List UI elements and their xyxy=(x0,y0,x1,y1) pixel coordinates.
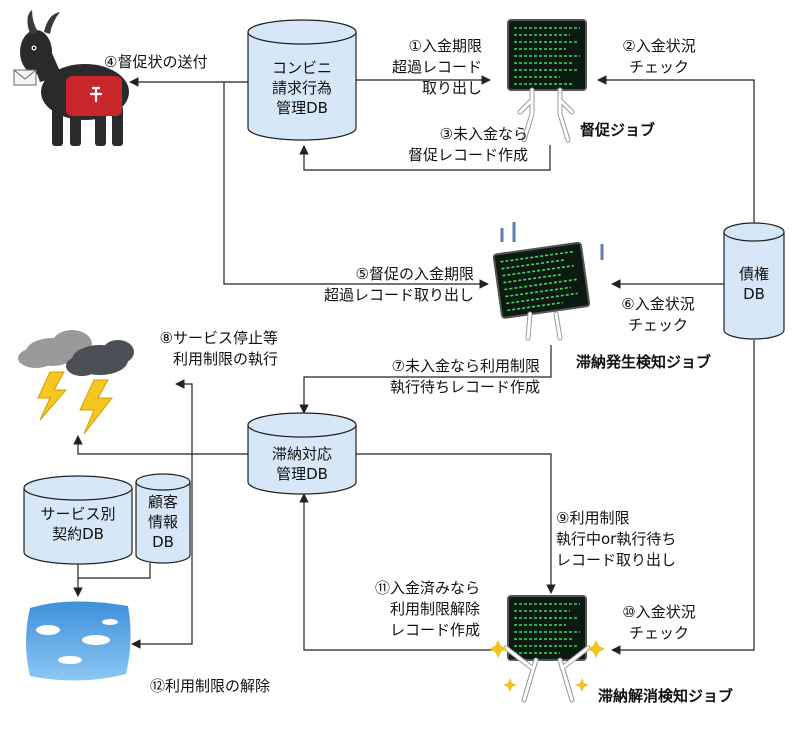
db-conveni-line3: 管理DB xyxy=(276,99,328,117)
step5-line1: ⑤督促の入金期限 xyxy=(355,265,474,283)
db-conveni-line1: コンビニ xyxy=(271,59,332,77)
step9-line1: ⑨利用制限 xyxy=(556,509,630,527)
db-service xyxy=(23,475,133,565)
step10-line2: チェック xyxy=(628,624,689,642)
step3-line1: ③未入金なら xyxy=(439,125,528,143)
step1-line1: ①入金期限 xyxy=(408,37,482,55)
db-kokyaku-label: 顧客 情報 DB xyxy=(136,492,190,552)
arrow-step10 xyxy=(611,340,755,655)
arrow-step12 xyxy=(131,454,193,649)
db-kokyaku-line2: 情報 xyxy=(147,513,178,531)
step9-line2: 執行中or執行待ち xyxy=(556,530,677,548)
computer-robot-icon-tokusoku xyxy=(507,19,587,143)
step5-line2: 超過レコード取り出し xyxy=(323,286,474,304)
goat-mail-carrier-icon xyxy=(13,10,129,146)
db-conveni xyxy=(247,19,357,141)
connector-lines xyxy=(73,75,755,655)
step2-label: ②入金状況 チェック xyxy=(604,36,714,78)
step2-line1: ②入金状況 xyxy=(622,37,696,55)
arrow-step9 xyxy=(356,453,556,594)
step11-line1: ⑪入金済みなら xyxy=(374,579,480,597)
step1-line3: 取り出し xyxy=(421,79,482,97)
arrow-step3 xyxy=(299,145,551,171)
step11-line2: 利用制限解除 xyxy=(389,600,480,618)
step8-line2: 利用制限の執行 xyxy=(172,350,278,368)
db-saiken-line1: 債権 xyxy=(738,265,769,283)
db-saiken-line2: DB xyxy=(743,285,765,303)
computer-robot-icon-kaishou xyxy=(489,595,605,703)
service-db-link xyxy=(77,563,151,579)
db-tainou-label: 滞納対応 管理DB xyxy=(248,444,356,484)
step10-line1: ⑩入金状況 xyxy=(622,603,696,621)
db-tainou xyxy=(247,412,357,495)
clear-sky-icon xyxy=(26,601,131,681)
job-hassei-label: 滞納発生検知ジョブ xyxy=(576,353,712,371)
step4-label: ④督促状の送付 xyxy=(104,53,208,71)
db-saiken-label: 債権 DB xyxy=(724,264,784,304)
step7-label: ⑦未入金なら利用制限 執行待ちレコード作成 xyxy=(350,356,540,398)
arrow-step11 xyxy=(299,493,492,651)
db-saiken xyxy=(723,222,785,340)
step9-label: ⑨利用制限 執行中or執行待ち レコード取り出し xyxy=(556,508,676,571)
step3-line2: 督促レコード作成 xyxy=(407,146,528,164)
db-kokyaku xyxy=(135,473,191,564)
step6-line2: チェック xyxy=(627,316,688,334)
arrow-step8 xyxy=(175,379,248,455)
arrow-step5 xyxy=(223,82,489,289)
step11-line3: レコード作成 xyxy=(389,621,480,639)
step1-line2: 超過レコード xyxy=(391,58,482,76)
db-service-label: サービス別 契約DB xyxy=(24,504,132,544)
db-kokyaku-line1: 顧客 xyxy=(147,493,178,511)
db-service-line2: 契約DB xyxy=(52,525,104,543)
db-tainou-line1: 滞納対応 xyxy=(271,445,332,463)
step8-line1: ⑧サービス停止等 xyxy=(159,329,278,347)
computer-robot-icon-hassei xyxy=(492,222,604,341)
step10-label: ⑩入金状況 チェック xyxy=(604,602,714,644)
thunderstorm-icon xyxy=(18,330,134,435)
step5-label: ⑤督促の入金期限 超過レコード取り出し xyxy=(300,264,474,306)
step12-label: ⑫利用制限の解除 xyxy=(150,677,271,695)
arrow-step7 xyxy=(299,345,552,414)
step7-line2: 執行待ちレコード作成 xyxy=(389,378,540,396)
step6-line1: ⑥入金状況 xyxy=(621,295,695,313)
step1-label: ①入金期限 超過レコード 取り出し xyxy=(362,36,482,99)
step6-label: ⑥入金状況 チェック xyxy=(606,294,710,336)
step11-label: ⑪入金済みなら 利用制限解除 レコード作成 xyxy=(340,578,480,641)
db-tainou-line2: 管理DB xyxy=(276,465,328,483)
job-tokusoku-label: 督促ジョブ xyxy=(580,121,656,139)
arrow-step8-branch xyxy=(73,435,192,455)
arrow-step2 xyxy=(597,75,755,228)
db-conveni-line2: 請求行為 xyxy=(271,79,332,97)
step9-line3: レコード取り出し xyxy=(556,551,677,569)
db-service-line1: サービス別 xyxy=(40,505,116,523)
step3-label: ③未入金なら 督促レコード作成 xyxy=(360,124,528,166)
step8-label: ⑧サービス停止等 利用制限の執行 xyxy=(130,328,278,370)
step7-line1: ⑦未入金なら利用制限 xyxy=(391,357,540,375)
db-conveni-label: コンビニ 請求行為 管理DB xyxy=(248,58,356,118)
step2-line2: チェック xyxy=(628,58,689,76)
db-kokyaku-line3: DB xyxy=(152,533,174,551)
job-kaishou-label: 滞納解消検知ジョブ xyxy=(598,687,734,705)
